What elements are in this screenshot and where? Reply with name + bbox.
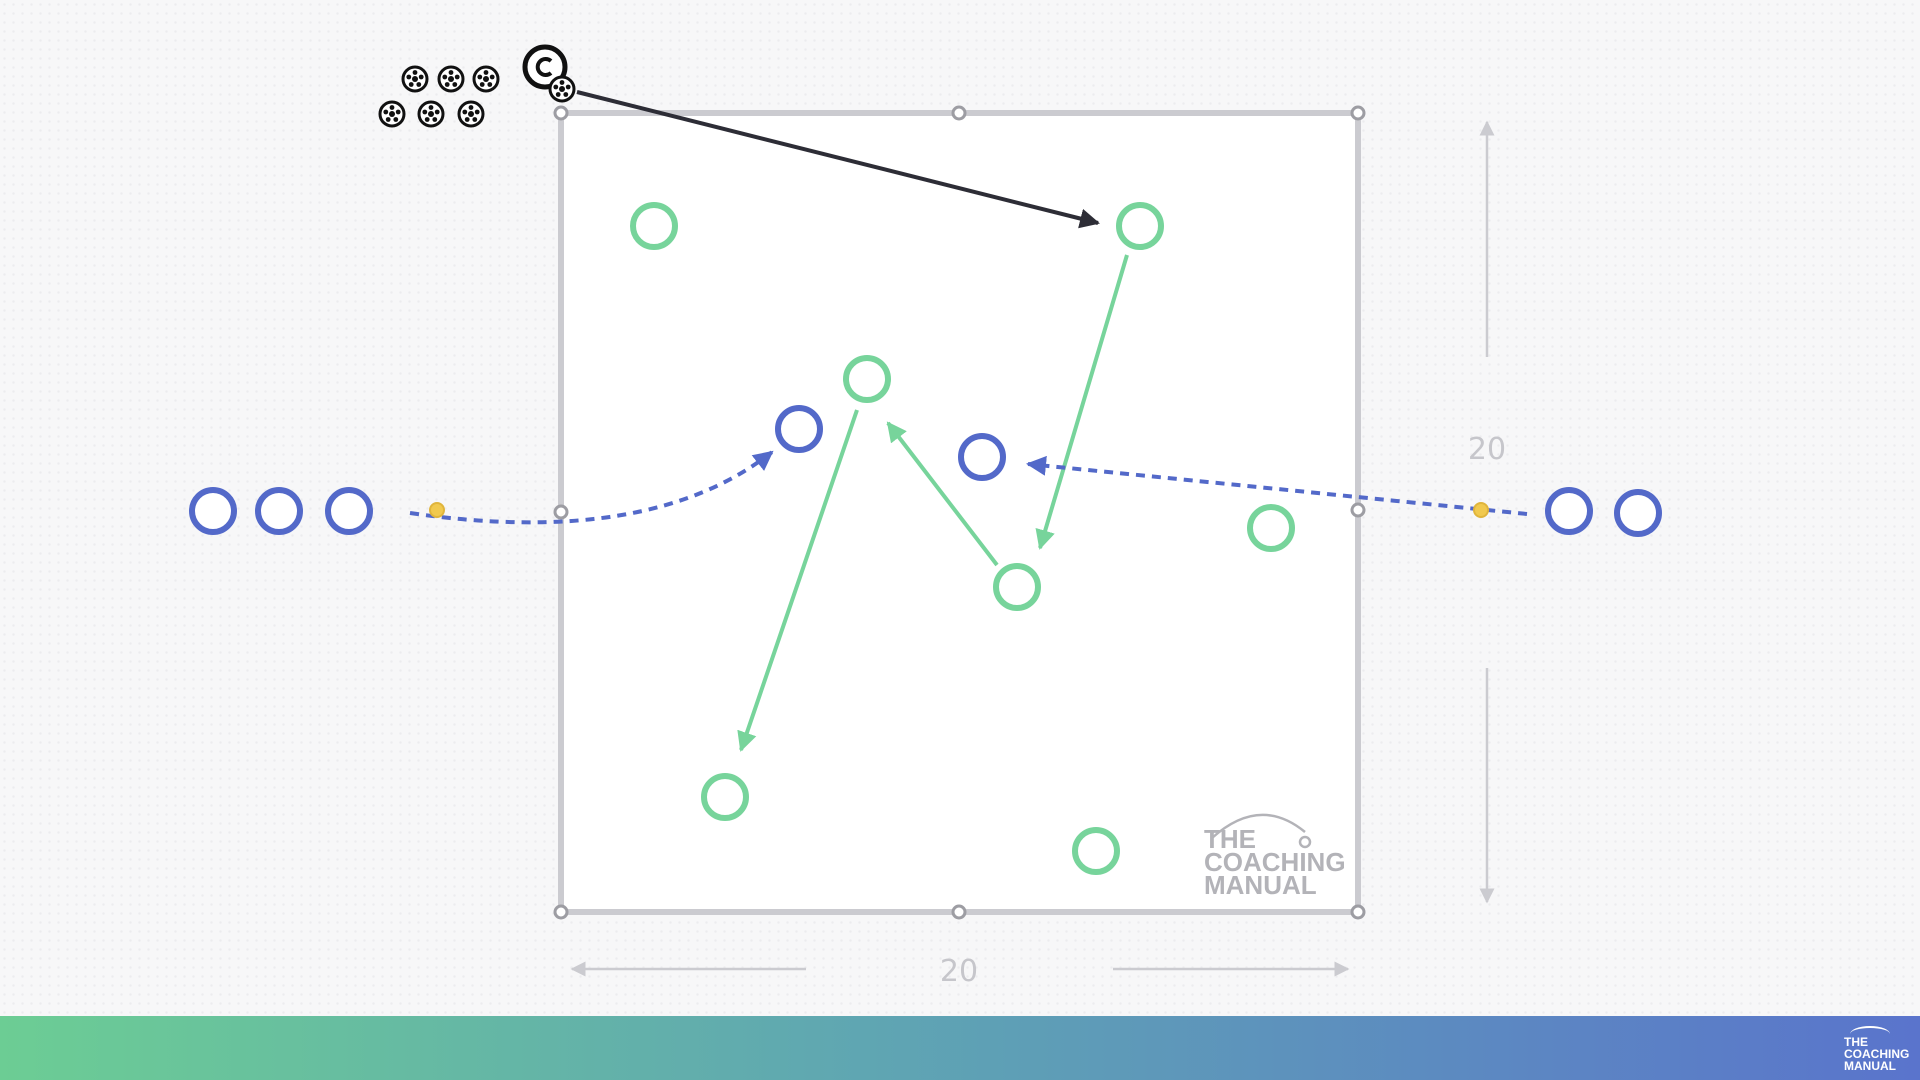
blue-player bbox=[189, 487, 237, 535]
green-player bbox=[1247, 504, 1295, 552]
green-player bbox=[843, 355, 891, 403]
ball-icon bbox=[457, 100, 485, 128]
green-player bbox=[630, 202, 678, 250]
watermark-arc bbox=[1211, 813, 1306, 839]
footer-logo: THE COACHING MANUAL bbox=[1840, 1026, 1910, 1074]
dimension-width: 20 bbox=[570, 954, 1350, 989]
blue-queue-right bbox=[1545, 487, 1662, 537]
blue-dribble-right bbox=[1026, 455, 1528, 516]
footer-logo-line-2: COACHING bbox=[1844, 1047, 1910, 1061]
green-player bbox=[993, 563, 1041, 611]
green-player bbox=[701, 773, 749, 821]
coach-ball-icon bbox=[548, 75, 576, 103]
watermark-ball-icon bbox=[1298, 835, 1312, 849]
coach-icon bbox=[522, 44, 576, 103]
green-pass-arrow-1 bbox=[1035, 254, 1129, 550]
pitch-surface bbox=[558, 110, 1361, 915]
blue-player bbox=[775, 405, 823, 453]
cone-left bbox=[429, 502, 445, 518]
blue-player bbox=[958, 433, 1006, 481]
green-team bbox=[630, 202, 1295, 875]
ball-icon bbox=[417, 100, 445, 128]
blue-player bbox=[1614, 489, 1662, 537]
ball-icon bbox=[378, 100, 406, 128]
green-pass-arrow-2 bbox=[886, 421, 999, 567]
green-pass-arrow-3 bbox=[737, 409, 859, 752]
ball-icon bbox=[401, 65, 429, 93]
footer-logo-line-1: THE bbox=[1844, 1035, 1868, 1049]
height-label: 20 bbox=[1468, 432, 1506, 467]
blue-player bbox=[325, 487, 373, 535]
pitch bbox=[553, 105, 1366, 920]
blue-team-inside bbox=[775, 405, 1006, 481]
coaching-manual-watermark: THE COACHING MANUAL bbox=[1204, 813, 1346, 900]
width-label: 20 bbox=[940, 954, 978, 989]
footer-logo-line-3: MANUAL bbox=[1844, 1059, 1896, 1073]
green-player bbox=[1116, 202, 1164, 250]
footer-logo-arc-icon bbox=[1850, 1026, 1890, 1042]
pitch-corner-markers bbox=[553, 105, 1366, 920]
ball-supply bbox=[378, 65, 500, 128]
watermark-line-2: COACHING bbox=[1204, 847, 1346, 877]
watermark-line-1: THE bbox=[1204, 824, 1256, 854]
green-player bbox=[1072, 827, 1120, 875]
movement-lines bbox=[409, 90, 1528, 752]
footer-bar: THE COACHING MANUAL bbox=[0, 1016, 1920, 1080]
ball-icon bbox=[437, 65, 465, 93]
blue-dribble-left bbox=[409, 450, 774, 525]
blue-player bbox=[1545, 487, 1593, 535]
watermark-line-3: MANUAL bbox=[1204, 870, 1317, 900]
dimension-height: 20 bbox=[1468, 120, 1506, 904]
blue-player bbox=[255, 487, 303, 535]
ball-icon bbox=[472, 65, 500, 93]
blue-queue-left bbox=[189, 487, 373, 535]
coach-pass-arrow bbox=[576, 90, 1100, 229]
cone-right bbox=[1473, 502, 1489, 518]
